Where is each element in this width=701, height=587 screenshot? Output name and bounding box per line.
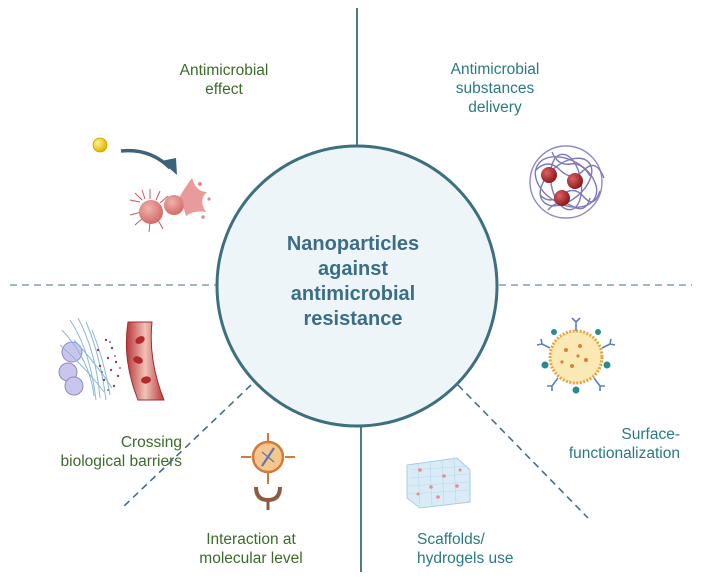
functionalized-liposome-icon: [536, 317, 616, 394]
label-line: delivery: [468, 99, 522, 116]
label-line: Antimicrobial: [450, 61, 540, 78]
center-title-line-3: antimicrobial: [290, 283, 416, 305]
label-surface-functionalization: Surface- functionalization: [530, 425, 680, 463]
label-line: hydrogels use: [417, 550, 514, 567]
label-line: Antimicrobial: [179, 62, 269, 79]
center-title-line-1: Nanoparticles: [286, 233, 420, 255]
label-line: Surface-: [621, 426, 680, 443]
label-line: Interaction at: [206, 531, 296, 548]
nanoparticle-attacking-bacterium-icon: [92, 137, 211, 233]
central-circle: [215, 144, 499, 428]
label-antimicrobial-effect: Antimicrobial effect: [154, 61, 294, 99]
center-title-line-2: against: [317, 258, 389, 280]
label-line: functionalization: [568, 445, 680, 462]
divider-lower-left: [121, 384, 252, 509]
label-molecular-interaction: Interaction at molecular level: [186, 530, 316, 568]
label-line: biological barriers: [60, 453, 182, 470]
label-substances-delivery: Antimicrobial substances delivery: [420, 60, 570, 117]
center-title: Nanoparticles against antimicrobial resi…: [238, 232, 468, 332]
label-line: effect: [205, 81, 243, 98]
label-scaffolds-hydrogels: Scaffolds/ hydrogels use: [417, 530, 547, 568]
section-dividers: [10, 8, 692, 572]
label-line: molecular level: [199, 550, 303, 567]
label-line: Scaffolds/: [417, 531, 485, 548]
molecular-targeting-icon: [241, 433, 295, 510]
hydrogel-scaffold-icon: [406, 457, 471, 509]
polymer-nanocarrier-icon: [529, 145, 605, 219]
label-crossing-barriers: Crossing biological barriers: [30, 433, 182, 471]
divider-lower-right: [457, 384, 589, 519]
blood-vessel-barrier-icon: [58, 317, 165, 401]
label-line: Crossing: [120, 434, 182, 451]
label-line: substances: [455, 80, 535, 97]
center-title-line-4: resistance: [303, 308, 403, 330]
